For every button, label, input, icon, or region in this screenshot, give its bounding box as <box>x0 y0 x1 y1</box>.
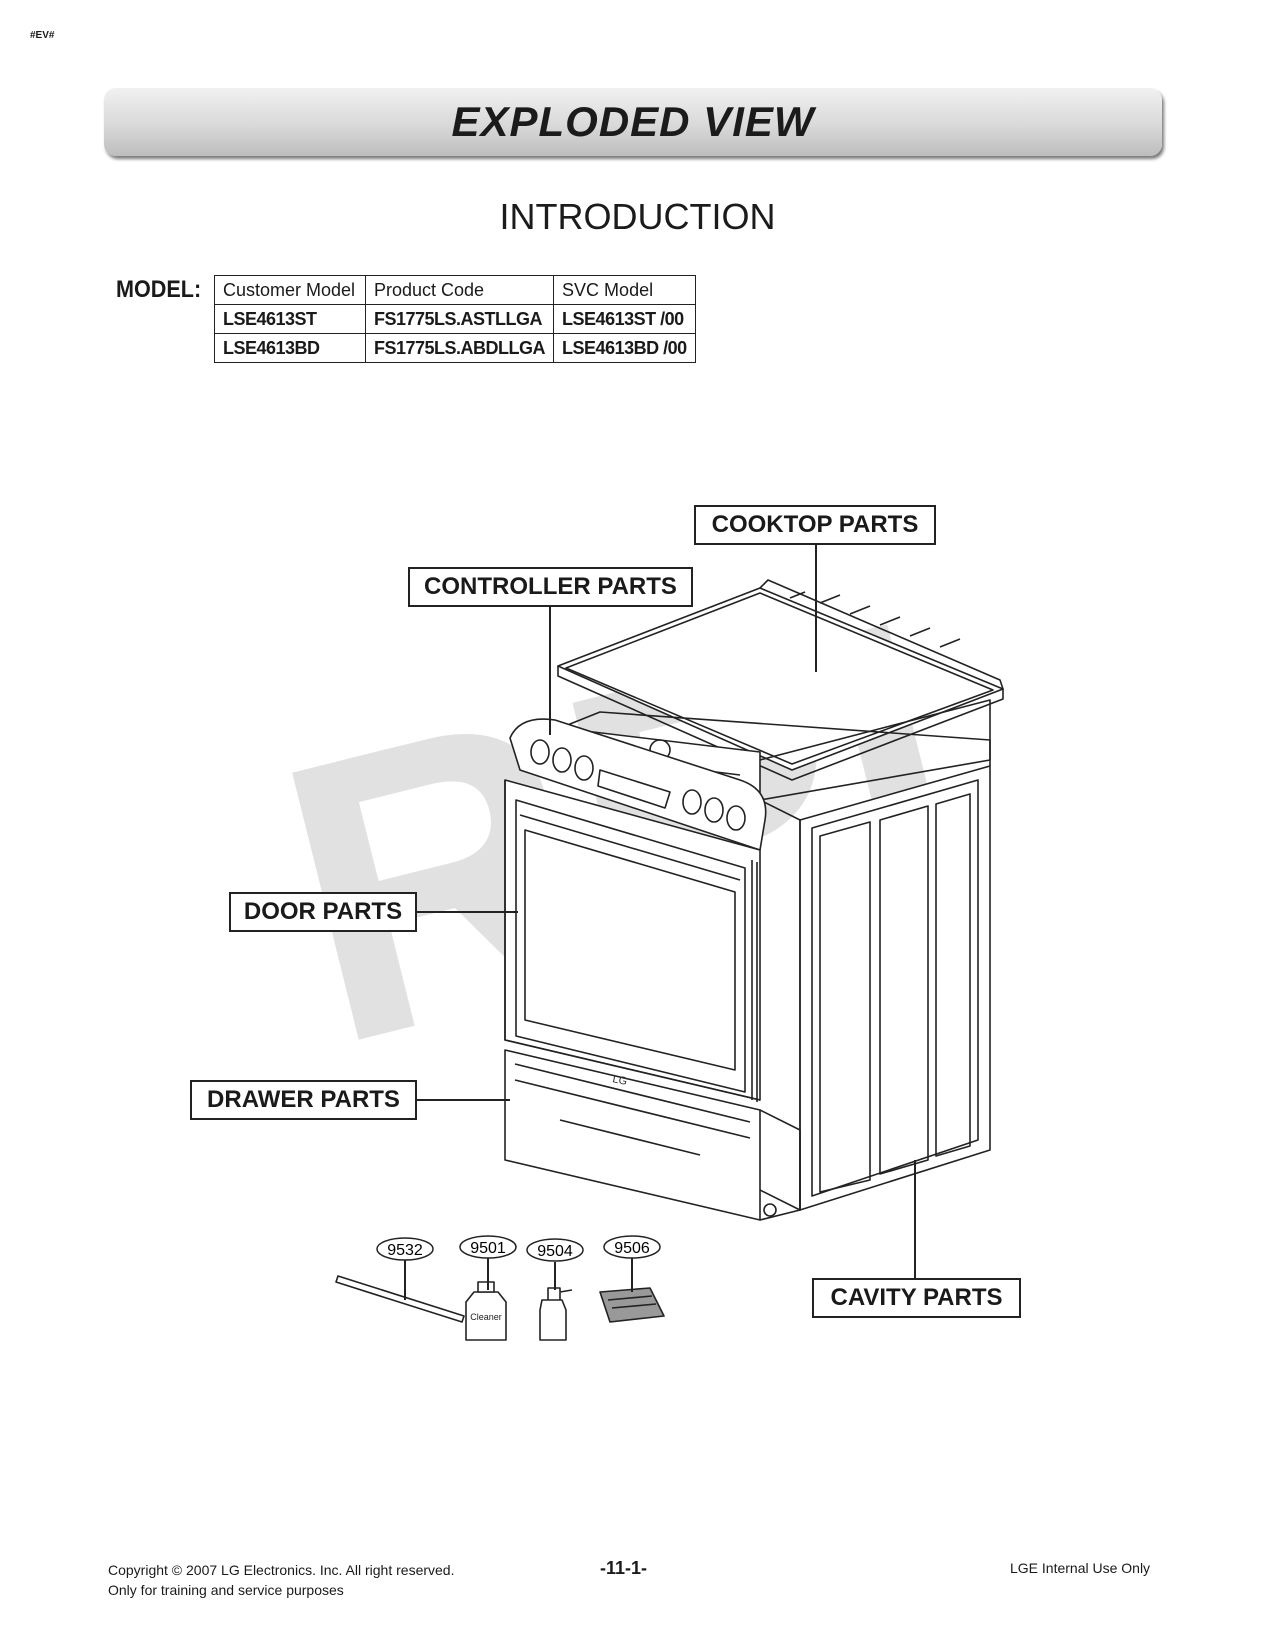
door-parts-callout: DOOR PARTS <box>229 892 417 932</box>
header-customer-model: Customer Model <box>214 275 366 305</box>
cooktop-glass <box>557 579 1004 781</box>
control-panel <box>509 718 767 851</box>
cell-svc-model: LSE4613ST /00 <box>553 304 696 334</box>
accessory-rod <box>335 1275 465 1323</box>
footer-copyright-block: Copyright © 2007 LG Electronics. Inc. Al… <box>108 1560 454 1600</box>
cell-customer-model: LSE4613ST <box>214 304 366 334</box>
cavity-body <box>759 699 991 1211</box>
model-label: MODEL: <box>116 276 202 303</box>
accessory-cleaner-bottle <box>465 1281 507 1341</box>
cavity-parts-callout: CAVITY PARTS <box>812 1278 1021 1318</box>
cell-product-code: FS1775LS.ABDLLGA <box>364 333 555 363</box>
drawer-parts-callout: DRAWER PARTS <box>190 1080 417 1120</box>
leader-lines <box>404 545 916 1300</box>
document-tag: #EV# <box>30 30 55 41</box>
range-drawing <box>335 579 1004 1341</box>
footer-copyright: Copyright © 2007 LG Electronics. Inc. Al… <box>108 1562 455 1578</box>
controller-parts-callout: CONTROLLER PARTS <box>408 567 693 607</box>
page-number: -11-1- <box>600 1558 648 1578</box>
table-header-row: Customer Model Product Code SVC Model <box>214 275 696 305</box>
cell-customer-model: LSE4613BD <box>214 333 366 363</box>
accessory-spray-bottle <box>539 1287 573 1341</box>
banner-title: EXPLODED VIEW <box>451 98 815 145</box>
part-number-9532: 9532 <box>387 1242 423 1259</box>
cell-product-code: FS1775LS.ASTLLGA <box>364 304 555 334</box>
part-number-9506: 9506 <box>614 1240 650 1257</box>
footer-purpose: Only for training and service purposes <box>108 1582 344 1598</box>
section-title: INTRODUCTION <box>499 196 776 237</box>
footer-internal-use: LGE Internal Use Only <box>1010 1560 1151 1576</box>
drawer <box>504 1049 801 1221</box>
header-svc-model: SVC Model <box>553 275 696 305</box>
cell-svc-model: LSE4613BD /00 <box>553 333 696 363</box>
table-row: LSE4613ST FS1775LS.ASTLLGA LSE4613ST /00 <box>214 304 696 334</box>
oven-logo: LG <box>611 1073 628 1088</box>
oven-door <box>504 779 761 1102</box>
part-number-9504: 9504 <box>537 1243 573 1260</box>
cooktop-parts-callout: COOKTOP PARTS <box>694 505 936 545</box>
accessory-bubbles: 9532 9501 9504 9506 <box>376 1235 661 1262</box>
part-number-9501: 9501 <box>470 1240 506 1257</box>
model-table: Customer Model Product Code SVC Model LS… <box>214 275 696 363</box>
accessory-scrubber-pad <box>599 1287 665 1323</box>
table-row: LSE4613BD FS1775LS.ABDLLGA LSE4613BD /00 <box>214 333 696 363</box>
cleaner-label: Cleaner <box>470 1312 502 1322</box>
header-product-code: Product Code <box>364 275 555 305</box>
title-banner: EXPLODED VIEW <box>104 88 1162 156</box>
